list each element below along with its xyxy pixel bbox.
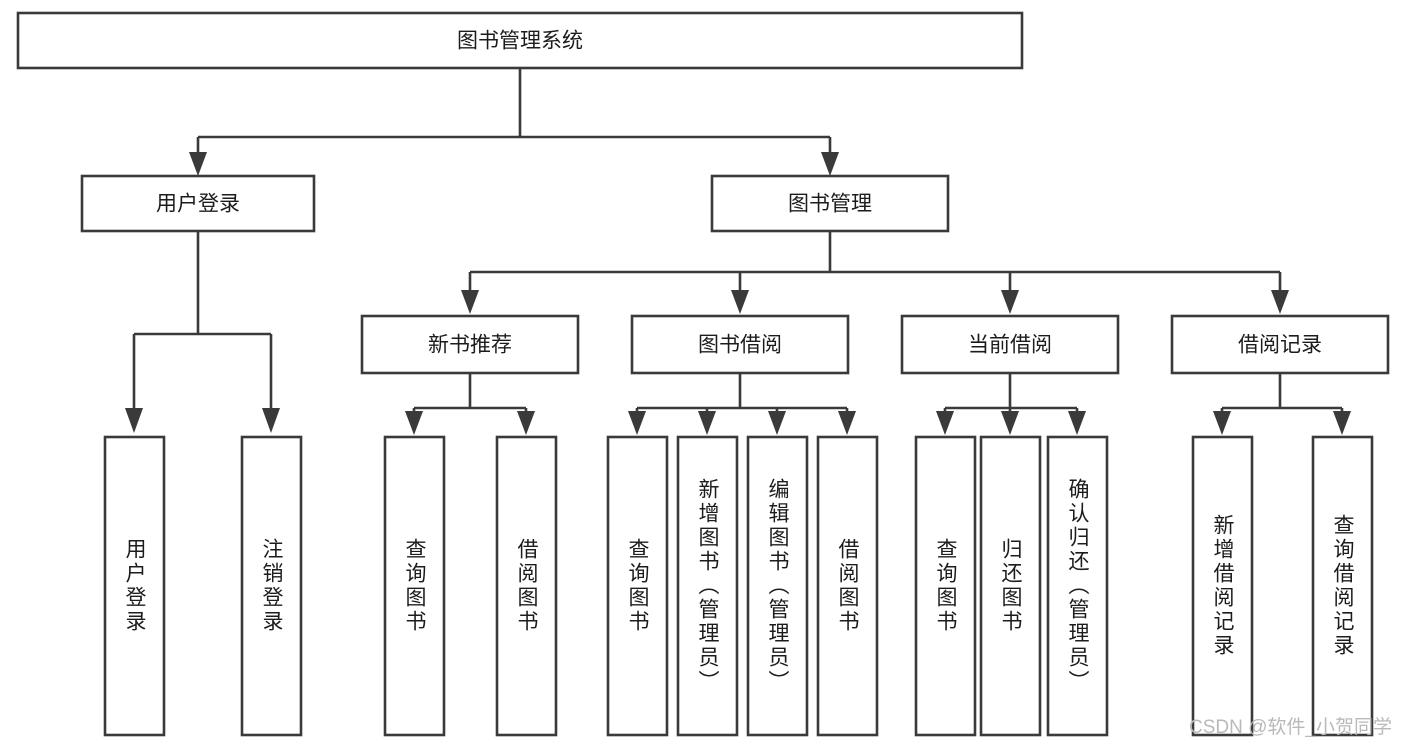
- node-root-box[interactable]: [16, 11, 1024, 70]
- leaf-borrow-book-1-box[interactable]: [495, 435, 558, 737]
- node-current-borrow-label: 当前借阅: [968, 334, 1052, 357]
- node-book-management-label: 图书管理: [788, 193, 872, 216]
- node-new-book-recommend-label: 新书推荐: [428, 334, 512, 357]
- leaf-query-book-1-label-holder: 查询图书: [403, 538, 426, 634]
- leaf-confirm-return-box[interactable]: [1046, 435, 1109, 737]
- leaf-query-book-2-label: 查询图书: [626, 538, 649, 634]
- leaf-query-book-2-label-holder: 查询图书: [626, 538, 649, 634]
- leaf-query-record-label: 查询借阅记录: [1331, 514, 1354, 658]
- leaf-query-record-box[interactable]: [1311, 435, 1374, 737]
- leaf-return-book-box[interactable]: [979, 435, 1042, 737]
- node-borrow-record-box[interactable]: [1170, 314, 1390, 375]
- leaf-borrow-book-1-label-holder: 借阅图书: [515, 538, 538, 634]
- leaf-query-book-1-box[interactable]: [383, 435, 446, 737]
- leaf-add-record-label: 新增借阅记录: [1211, 514, 1234, 658]
- leaf-user-login-label-holder: 用户登录: [123, 538, 146, 634]
- connector-userlogin-to-leaves: [125, 231, 280, 433]
- leaf-query-book-3-label: 查询图书: [934, 538, 957, 634]
- leaf-add-book-label-holder: 新增图书（管理员）: [696, 478, 719, 694]
- connector-root-to-level2: [189, 68, 839, 176]
- leaf-borrow-book-1-label: 借阅图书: [515, 538, 538, 634]
- connector-borrowrecord-to-leaves: [1213, 373, 1351, 435]
- node-borrow-record-label: 借阅记录: [1238, 334, 1322, 357]
- connector-currentborrow-to-leaves: [936, 373, 1086, 435]
- leaf-query-book-1-label: 查询图书: [403, 538, 426, 634]
- leaf-add-book-box[interactable]: [676, 435, 739, 737]
- leaf-query-book-3-label-holder: 查询图书: [934, 538, 957, 634]
- leaf-return-book-label: 归还图书: [999, 538, 1022, 634]
- leaf-borrow-book-2-label: 借阅图书: [836, 538, 859, 634]
- connector-newbook-to-leaves: [405, 373, 535, 435]
- leaf-add-record-box[interactable]: [1191, 435, 1254, 737]
- leaf-confirm-return-label-holder: 确认归还（管理员）: [1066, 478, 1089, 694]
- leaf-add-record-label-holder: 新增借阅记录: [1211, 514, 1234, 658]
- leaf-edit-book-label-holder: 编辑图书（管理员）: [766, 478, 789, 694]
- node-new-book-recommend-box[interactable]: [360, 314, 580, 375]
- leaf-borrow-book-2-box[interactable]: [816, 435, 879, 737]
- leaf-query-book-2-box[interactable]: [606, 435, 669, 737]
- leaf-logout-login-label: 注销登录: [260, 538, 283, 634]
- node-root-label: 图书管理系统: [457, 30, 583, 53]
- leaf-logout-login-label-holder: 注销登录: [260, 538, 283, 634]
- node-book-borrow-label: 图书借阅: [698, 334, 782, 357]
- leaf-edit-book-box[interactable]: [746, 435, 809, 737]
- connector-bookmanagement-to-level3: [461, 231, 1289, 314]
- node-book-management-box[interactable]: [710, 174, 950, 233]
- node-user-login-box[interactable]: [80, 174, 316, 233]
- leaf-return-book-label-holder: 归还图书: [999, 538, 1022, 634]
- leaf-add-book-label: 新增图书（管理员）: [696, 478, 719, 694]
- node-user-login-label: 用户登录: [156, 193, 240, 216]
- leaf-confirm-return-label: 确认归还（管理员）: [1066, 478, 1089, 694]
- node-book-borrow-box[interactable]: [630, 314, 850, 375]
- connector-bookborrow-to-leaves: [628, 373, 856, 435]
- leaf-borrow-book-2-label-holder: 借阅图书: [836, 538, 859, 634]
- leaf-user-login-box[interactable]: [103, 435, 166, 737]
- node-current-borrow-box[interactable]: [900, 314, 1120, 375]
- leaf-query-book-3-box[interactable]: [914, 435, 977, 737]
- leaf-edit-book-label: 编辑图书（管理员）: [766, 478, 789, 694]
- leaf-user-login-label: 用户登录: [123, 538, 146, 634]
- leaf-logout-login-box[interactable]: [240, 435, 303, 737]
- leaf-query-record-label-holder: 查询借阅记录: [1331, 514, 1354, 658]
- csdn-watermark: CSDN @软件_小贺同学: [1189, 717, 1392, 738]
